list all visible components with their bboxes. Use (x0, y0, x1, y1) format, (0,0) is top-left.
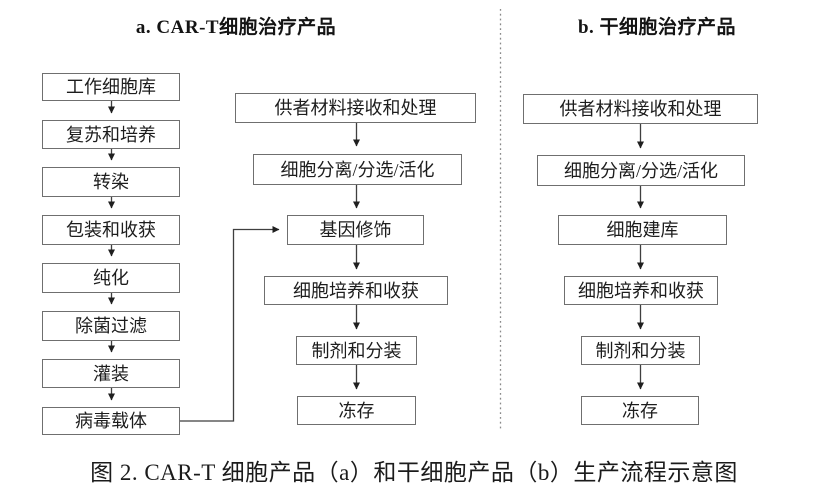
flow-node-filling: 灌装 (42, 359, 180, 388)
flow-node-cell-banking: 细胞建库 (558, 215, 727, 245)
flow-node-working-cell-bank: 工作细胞库 (42, 73, 180, 101)
flow-node-purification: 纯化 (42, 263, 180, 293)
viral-vector-to-gene-modification-connector (180, 226, 280, 422)
flow-node-packaging-harvest: 包装和收获 (42, 215, 180, 245)
flow-node-transfection: 转染 (42, 167, 180, 197)
flow-node-viral-vector: 病毒载体 (42, 407, 180, 435)
flow-node-cell-separation-b: 细胞分离/分选/活化 (537, 155, 745, 186)
flow-node-cell-separation-a: 细胞分离/分选/活化 (253, 154, 462, 185)
flow-node-culture-harvest-b: 细胞培养和收获 (564, 276, 718, 305)
flow-node-culture-harvest-a: 细胞培养和收获 (264, 276, 448, 305)
flow-node-formulation-filling-a: 制剂和分装 (296, 336, 417, 365)
figure-caption: 图 2. CAR-T 细胞产品（a）和干细胞产品（b）生产流程示意图 (90, 460, 738, 485)
section-b-title: b. 干细胞治疗产品 (577, 17, 737, 38)
flow-node-formulation-filling-b: 制剂和分装 (581, 336, 700, 365)
flow-node-cryopreservation-a: 冻存 (297, 396, 416, 425)
section-a-title: a. CAR-T细胞治疗产品 (135, 17, 337, 38)
flow-node-gene-modification: 基因修饰 (287, 215, 424, 245)
flow-node-donor-material-b: 供者材料接收和处理 (523, 94, 758, 124)
flow-node-donor-material-a: 供者材料接收和处理 (235, 93, 476, 123)
flow-node-sterile-filtration: 除菌过滤 (42, 311, 180, 341)
flow-node-cryopreservation-b: 冻存 (581, 396, 699, 425)
flow-node-thaw-and-culture: 复苏和培养 (42, 120, 180, 149)
